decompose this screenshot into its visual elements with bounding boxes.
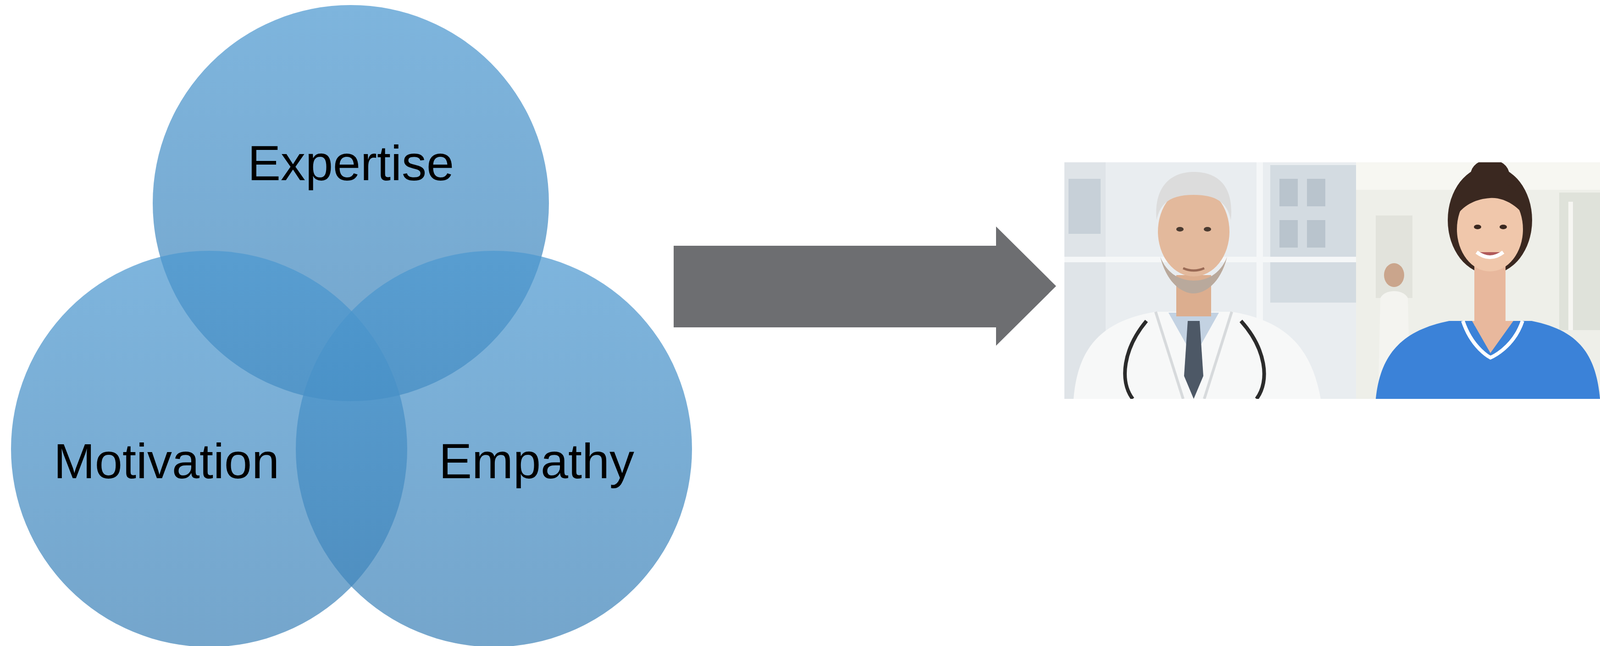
- flow-arrow: [673, 226, 1057, 346]
- circle-shape: [295, 250, 693, 646]
- circle-label: Empathy: [438, 432, 635, 490]
- circle-label: Expertise: [247, 134, 454, 192]
- venn-circle: Empathy: [295, 250, 693, 646]
- nurse-photo: [1356, 162, 1600, 399]
- doctor-photo: [1064, 162, 1357, 399]
- circle-label: Motivation: [53, 432, 280, 490]
